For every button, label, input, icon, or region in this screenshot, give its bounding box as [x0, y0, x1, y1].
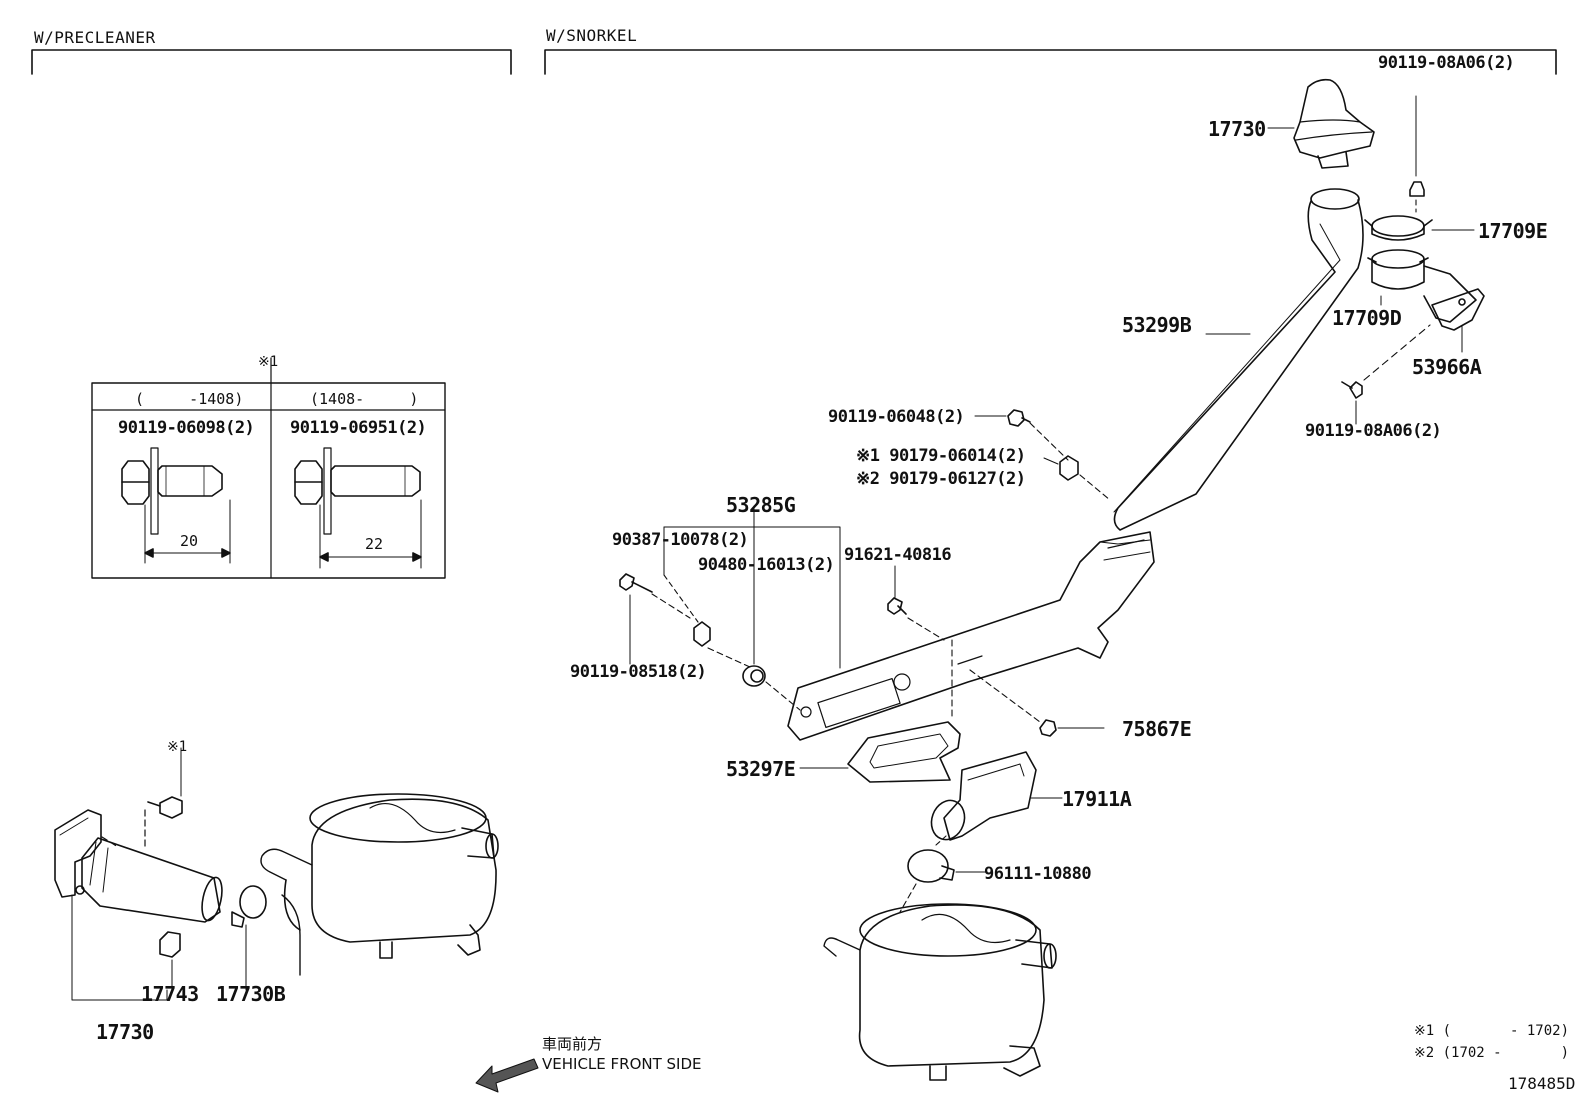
snorkel-heading: W/SNORKEL [546, 26, 638, 45]
snorkel-elbow-17911a [930, 751, 1063, 841]
precleaner-heading: W/PRECLEANER [34, 28, 156, 47]
snorkel-tube-53299b [1113, 188, 1364, 531]
label-90119-08518: 90119-08518(2) [570, 662, 707, 682]
label-53285g: 53285G [726, 493, 796, 517]
front-label-en: VEHICLE FRONT SIDE [542, 1055, 702, 1073]
precleaner-bolt [144, 747, 183, 851]
snorkel-clip-75867e [969, 669, 1105, 737]
snorkel-bolts-08a06 [1341, 95, 1431, 425]
label-75867e: 75867E [1122, 717, 1192, 741]
inset-dim-20: 20 [180, 532, 199, 550]
snorkel-bolt-08518 [619, 573, 691, 665]
note-2: ※2 (1702 - ) [1414, 1045, 1570, 1061]
label-53299b: 53299B [1122, 313, 1192, 337]
label-17709d: 17709D [1332, 306, 1402, 330]
label-90387-10078: 90387-10078(2) [612, 530, 749, 550]
label-90179-06014: ※1 90179-06014(2) [856, 446, 1026, 466]
label-96111-10880: 96111-10880 [984, 864, 1092, 884]
inset-col2-range: (1408- ) [310, 390, 419, 408]
label-53297e: 53297E [726, 757, 796, 781]
snorkel-bracket-53285g-lines [663, 505, 841, 669]
label-90119-08a06-top: 90119-08A06(2) [1378, 53, 1515, 73]
precleaner-clip-17743 [159, 931, 181, 989]
inset-col1-part: 90119-06098(2) [118, 418, 255, 438]
precleaner-inlet-pipe [81, 837, 223, 923]
label-17730-precleaner: 17730 [96, 1020, 154, 1044]
snorkel-aircleaner-body [823, 903, 1057, 1081]
inset-dim-22: 22 [365, 535, 384, 553]
snorkel-section-bracket [544, 49, 1557, 75]
label-91621-40816: 91621-40816 [844, 545, 952, 565]
precleaner-clamp-17730b [231, 885, 267, 991]
snorkel-nut-90179 [1043, 455, 1111, 501]
inset-box [91, 357, 446, 579]
label-90119-08a06-bottom: 90119-08A06(2) [1305, 421, 1442, 441]
snorkel-clamp-96111 [899, 835, 987, 913]
inset-bolt-long [294, 447, 422, 569]
label-17730b: 17730B [216, 982, 286, 1006]
label-17730-snorkel: 17730 [1208, 117, 1266, 141]
note-1: ※1 ( - 1702) [1414, 1023, 1570, 1039]
front-arrow [475, 1058, 539, 1093]
precleaner-section-bracket [31, 49, 512, 75]
snorkel-bolt-91621 [887, 565, 945, 641]
snorkel-seal-53297e [799, 721, 961, 783]
snorkel-cap-17730 [1267, 78, 1375, 169]
label-90480-16013: 90480-16013(2) [698, 555, 835, 575]
label-53966a: 53966A [1412, 355, 1482, 379]
label-90179-06127: ※2 90179-06127(2) [856, 469, 1026, 489]
label-17709e: 17709E [1478, 219, 1548, 243]
figure-id: 178485D [1508, 1074, 1576, 1093]
inset-col2-part: 90119-06951(2) [290, 418, 427, 438]
snorkel-plate-53966a [1431, 288, 1485, 353]
inset-bolt-short [121, 447, 231, 564]
snorkel-bracket-17709d [1367, 249, 1477, 323]
precleaner-marker: ※1 [167, 739, 188, 755]
inset-marker: ※1 [258, 354, 279, 370]
precleaner-body [260, 793, 499, 976]
snorkel-clamp-17709e [1364, 215, 1475, 241]
label-17743: 17743 [141, 982, 199, 1006]
precleaner-leader-17730 [71, 894, 168, 1001]
inset-col1-range: ( -1408) [135, 390, 244, 408]
snorkel-grommet-90480 [742, 665, 801, 711]
label-17911a: 17911A [1062, 787, 1132, 811]
snorkel-bolt-06048 [974, 409, 1069, 461]
snorkel-lower-duct-53285g [787, 531, 1155, 741]
snorkel-collar-90387 [663, 574, 753, 669]
front-label-jp: 車両前方 [542, 1035, 603, 1053]
label-90119-06048: 90119-06048(2) [828, 407, 965, 427]
